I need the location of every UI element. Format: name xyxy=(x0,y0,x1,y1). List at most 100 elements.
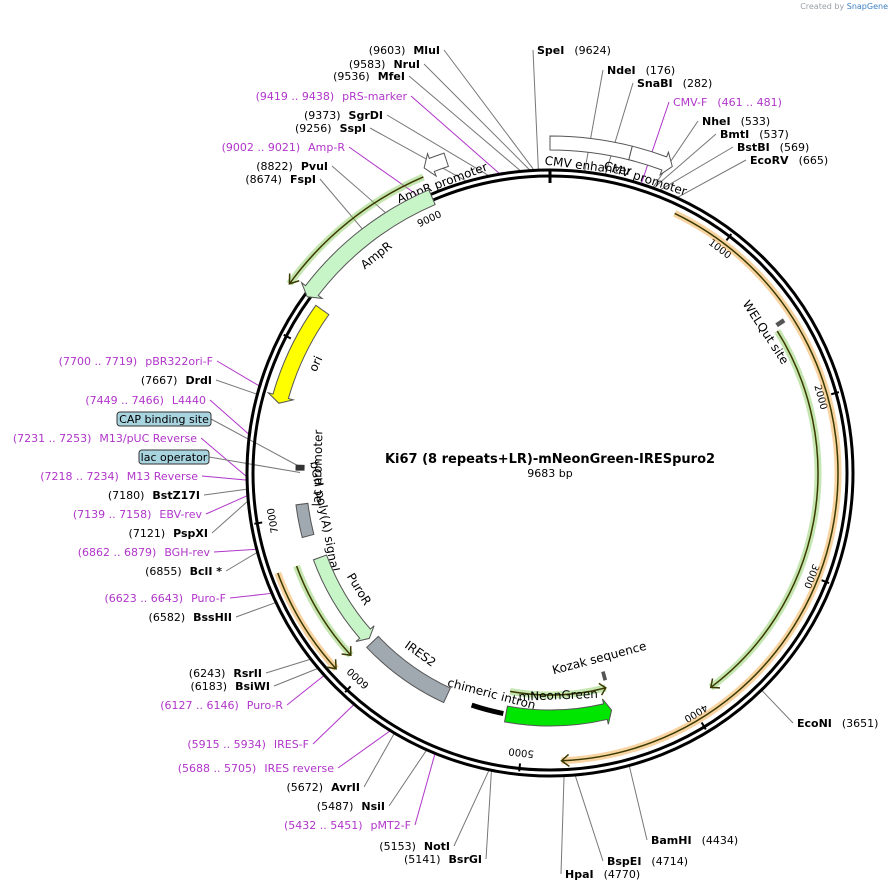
site-position: (8822) xyxy=(256,160,293,173)
site-label-avrii: (5672)AvrII xyxy=(287,781,360,794)
site-position: (9373) xyxy=(304,109,341,122)
feature-ori xyxy=(266,304,330,404)
site-name: RsrII xyxy=(233,667,262,680)
site-label-nrui: (9583)NruI xyxy=(349,58,420,71)
feature-label: lac promoter xyxy=(310,429,326,506)
site-position: (5915 .. 5934) xyxy=(187,738,266,751)
site-label-pbr322ori-f: (7700 .. 7719)pBR322ori-F xyxy=(59,355,213,368)
site-position: (7218 .. 7234) xyxy=(40,470,119,483)
site-position: (6127 .. 6146) xyxy=(160,699,239,712)
site-label-pvui: (8822) PvuI xyxy=(256,160,328,173)
site-label-mfei: (9536)MfeI xyxy=(333,70,405,83)
site-label-ires-reverse: (5688 .. 5705)IRES reverse xyxy=(178,762,334,775)
site-name: Puro-R xyxy=(247,699,284,712)
tick-mark xyxy=(518,763,522,772)
site-position: (665) xyxy=(799,154,829,167)
connector-line xyxy=(203,488,248,496)
site-label-ebv-rev: (7139 .. 7158) EBV-rev xyxy=(73,508,203,521)
connector-line xyxy=(676,159,747,199)
connector-line xyxy=(215,379,258,395)
connector-line xyxy=(386,114,490,177)
connector-line xyxy=(659,146,734,191)
tick-label: 5000 xyxy=(508,745,534,759)
site-label-l4440: (7449 .. 7466)L4440 xyxy=(85,394,206,407)
site-name: MfeI xyxy=(378,70,405,83)
site-position: (533) xyxy=(741,115,771,128)
site-label-ndei: NdeI(176) xyxy=(607,64,675,77)
site-position: (9624) xyxy=(574,44,611,57)
site-label-bamhi: BamHI(4434) xyxy=(651,834,738,847)
site-label-drdi: (7667)DrdI xyxy=(141,374,212,387)
site-position: (5672) xyxy=(287,781,324,794)
site-position: (9419 .. 9438) xyxy=(256,90,335,103)
site-position: (9583) xyxy=(349,58,386,71)
tick-mark xyxy=(700,722,707,730)
site-name: BGH-rev xyxy=(164,546,210,559)
site-label-noti: (5153)NotI xyxy=(379,840,450,853)
site-label-cmv-f: CMV-F(461 .. 481) xyxy=(673,96,782,109)
boxed-label-cap-binding-site: CAP binding site xyxy=(116,411,212,427)
site-labels: (9603) MluI SpeI(9624) (9583)NruI NdeI(176) (… xyxy=(13,44,879,881)
site-name: IRES-F xyxy=(274,738,309,751)
site-label-bgh-rev: (6862 .. 6879)BGH-rev xyxy=(78,546,211,559)
site-name: SspI xyxy=(340,122,366,135)
snapgene-logo: SnapGene xyxy=(846,2,888,11)
connector-line xyxy=(363,732,395,788)
orf-arrowhead xyxy=(341,646,352,657)
site-name: pRS-marker xyxy=(342,90,407,103)
site-label-bsrgi: (5141)BsrGI xyxy=(404,853,482,866)
site-label-m13-puc-reverse: (7231 .. 7253)M13/pUC Reverse xyxy=(13,432,197,445)
connector-line xyxy=(337,730,391,769)
site-label-spei: SpeI(9624) xyxy=(537,44,611,57)
connector-line xyxy=(443,49,535,171)
feature-welqut-site xyxy=(775,318,786,328)
site-name: BclI * xyxy=(190,565,223,578)
site-position: (7180) xyxy=(108,489,145,502)
connector-line xyxy=(200,437,248,478)
site-name: M13/pUC Reverse xyxy=(99,432,197,445)
site-label-bspei: BspEI(4714) xyxy=(607,855,688,868)
site-label-puro-r: (6127 .. 6146) Puro-R xyxy=(160,699,283,712)
site-label-econi: EcoNI(3651) xyxy=(797,717,878,730)
connector-line xyxy=(388,749,428,807)
site-name: pMT2-F xyxy=(371,819,412,832)
orf-arrow xyxy=(288,176,424,285)
connector-line xyxy=(331,165,390,217)
connector-line xyxy=(410,95,501,175)
site-label-sspi: (9256)SspI xyxy=(295,122,366,135)
tick-label: 9000 xyxy=(416,209,444,230)
connector-line xyxy=(414,753,436,826)
site-position: (9603) xyxy=(369,44,406,57)
feature-cmv-promoter xyxy=(628,145,673,176)
feature-label: Kozak sequence xyxy=(551,639,648,677)
site-position: (7139 .. 7158) xyxy=(73,508,152,521)
site-position: (4770) xyxy=(604,868,641,881)
site-position: (7700 .. 7719) xyxy=(59,355,138,368)
site-name: Puro-F xyxy=(191,592,226,605)
orf-arrowhead xyxy=(326,659,337,670)
feature-kozak-sequence xyxy=(601,671,608,681)
connector-line xyxy=(205,494,249,515)
feature-ires2 xyxy=(366,635,452,704)
site-name: BmtI xyxy=(720,128,749,141)
site-name: EBV-rev xyxy=(159,508,202,521)
site-label-pmt2-f: (5432 .. 5451)pMT2-F xyxy=(284,819,411,832)
site-name: MluI xyxy=(413,44,440,57)
site-label-bsshii: (6582)BssHII xyxy=(149,611,232,624)
connector-line xyxy=(574,774,604,862)
feature-label: mNeonGreen xyxy=(518,687,598,704)
site-position: (569) xyxy=(780,141,810,154)
site-position: (7449 .. 7466) xyxy=(85,394,164,407)
connector-line xyxy=(408,75,522,172)
tick-mark xyxy=(283,333,292,340)
orf-arrowhead xyxy=(709,678,721,689)
feature-bgh-poly-a-signal xyxy=(295,502,315,539)
site-name: NotI xyxy=(424,840,450,853)
orf-arrowhead xyxy=(288,273,300,285)
site-label-ires-f: (5915 .. 5934) IRES-F xyxy=(187,738,309,751)
site-label-bstbi: BstBI(569) xyxy=(737,141,809,154)
site-name: M13 Reverse xyxy=(127,470,198,483)
site-position: (6243) xyxy=(189,667,226,680)
site-name: PvuI xyxy=(301,160,328,173)
